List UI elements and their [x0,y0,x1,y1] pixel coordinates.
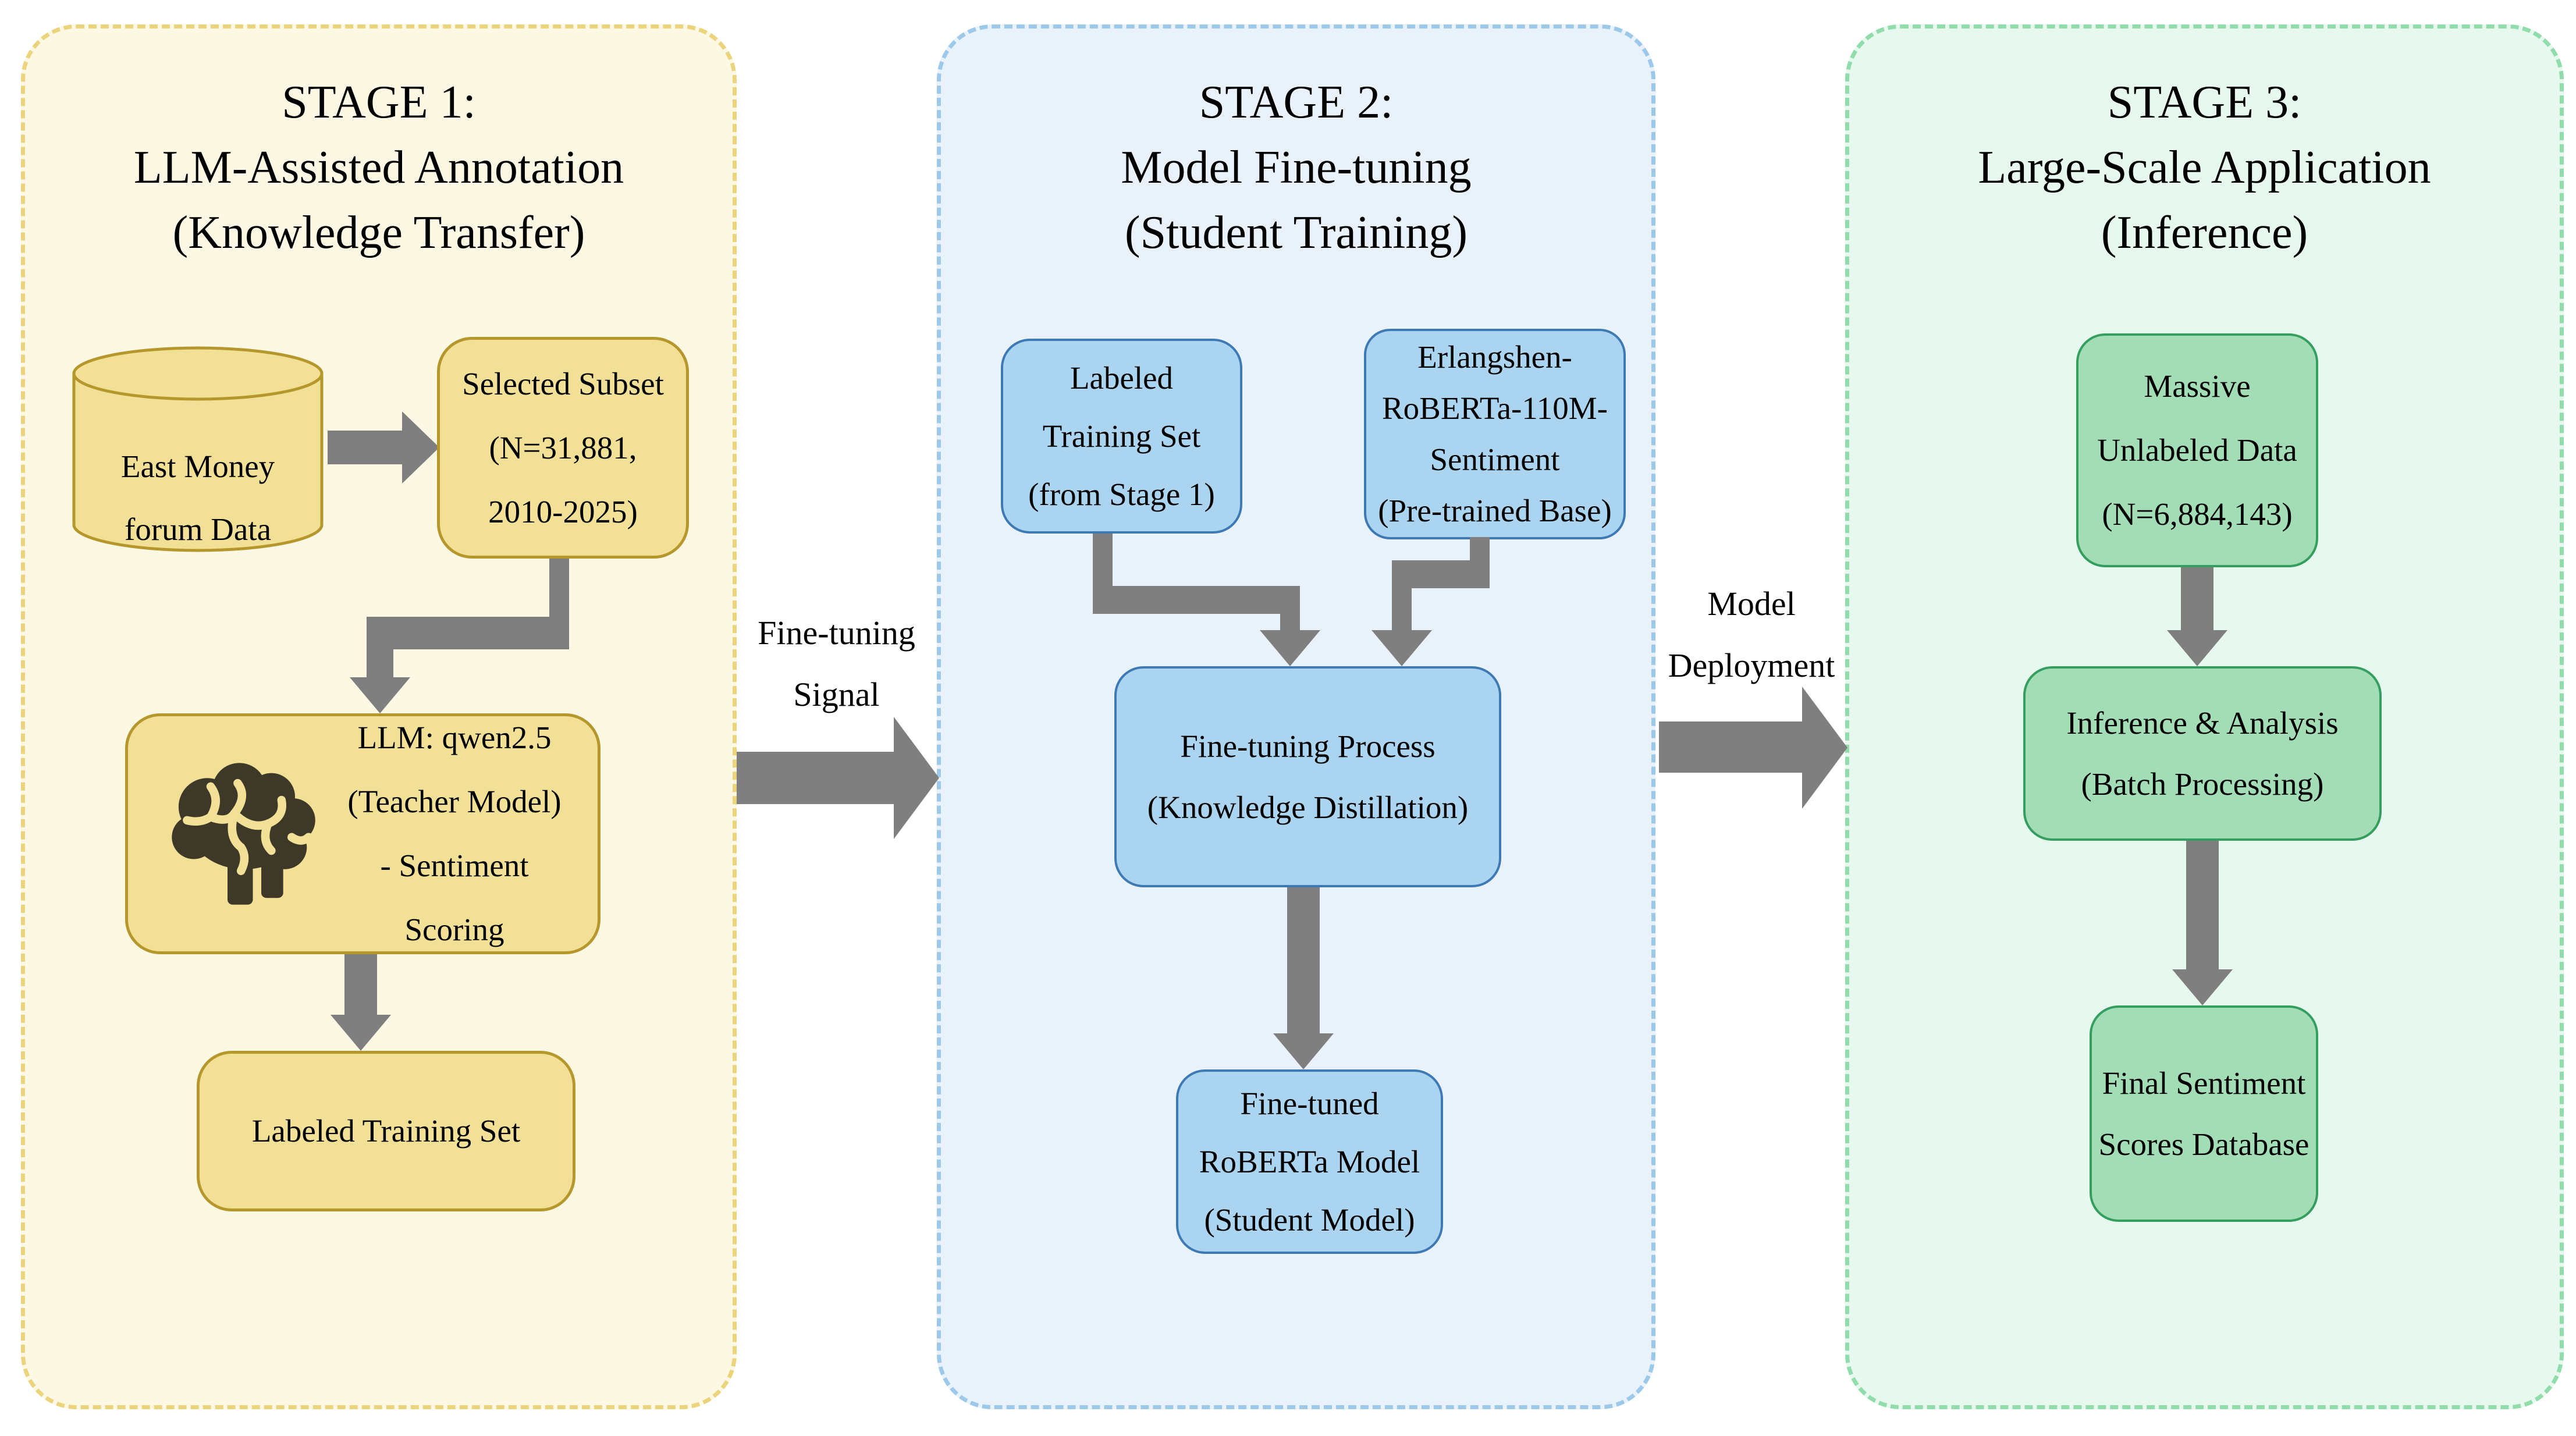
selected-subset-box: Selected Subset (N=31,881, 2010-2025) [437,337,689,559]
pretrained-base-line4: (Pre-trained Base) [1378,493,1612,528]
stage1-title-line2: LLM-Assisted Annotation [133,142,624,193]
labeled-stage2-line3: (from Stage 1) [1028,476,1215,512]
fine-tuning-signal-line1: Fine-tuning [758,614,915,652]
arrow-cylinder-to-subset-head-icon [402,411,439,484]
labeled-training-set-stage2-box: Labeled Training Set (from Stage 1) [1001,339,1242,534]
stage3-title-line2: Large-Scale Application [1978,142,2431,193]
massive-data-line2: Unlabeled Data [2097,432,2297,468]
selected-subset-line3: 2010-2025) [488,493,638,529]
arrow-massive-to-inference-head-icon [2167,630,2227,666]
arrow-massive-to-inference-body [2181,567,2213,630]
fine-tuning-process-line1: Fine-tuning Process [1180,728,1436,764]
labeled-stage2-line1: Labeled [1070,360,1174,396]
llm-teacher-line3: - Sentiment Scoring [380,848,529,947]
arrow-stage1-to-stage2-head-icon [894,717,939,839]
fine-tuning-process-box: Fine-tuning Process (Knowledge Distillat… [1114,666,1501,887]
final-scores-line1: Final Sentiment [2102,1065,2306,1101]
pretrained-base-box: Erlangshen- RoBERTa-110M- Sentiment (Pre… [1364,329,1626,539]
selected-subset-line2: (N=31,881, [489,429,637,465]
stage2-title-line2: Model Fine-tuning [1121,142,1472,193]
student-model-line2: RoBERTa Model [1199,1143,1420,1179]
arrow-llm-to-labeled-body [344,954,377,1015]
selected-subset-line1: Selected Subset [462,365,664,401]
east-money-cylinder-label: East Money forum Data [70,435,326,561]
arrow-llm-to-labeled-head-icon [331,1015,391,1051]
stage2-title: STAGE 2: Model Fine-tuning (Student Trai… [937,70,1655,265]
massive-data-line1: Massive [2144,368,2251,404]
model-deployment-label: Model Deployment [1586,573,1917,696]
cylinder-label-line1: East Money [120,449,275,484]
model-deployment-line1: Model [1707,585,1796,623]
final-scores-line2: Scores Database [2098,1126,2309,1162]
stage1-title: STAGE 1: LLM-Assisted Annotation (Knowle… [21,70,737,265]
arrow-cylinder-to-subset-body [328,431,402,464]
connector-labeled-to-process-seg3 [1280,614,1300,630]
inference-analysis-line1: Inference & Analysis [2066,705,2339,741]
llm-teacher-line1: LLM: qwen2.5 [357,720,552,755]
arrow-stage2-to-stage3-body [1659,721,1802,773]
arrow-process-to-student-head-icon [1273,1033,1334,1069]
pretrained-base-line1: Erlangshen- [1417,339,1572,375]
cylinder-label-line2: forum Data [125,511,271,547]
database-cylinder-icon [72,346,324,552]
llm-teacher-line2: (Teacher Model) [347,784,562,819]
inference-analysis-line2: (Batch Processing) [2081,766,2324,802]
model-deployment-line2: Deployment [1668,646,1835,684]
inference-analysis-box: Inference & Analysis (Batch Processing) [2023,666,2382,841]
stage3-title-line1: STAGE 3: [2107,77,2302,128]
labeled-stage2-line2: Training Set [1042,418,1201,454]
student-model-line1: Fine-tuned [1240,1085,1379,1121]
arrow-inference-to-final-head-icon [2172,969,2233,1005]
stage2-title-line1: STAGE 2: [1199,77,1394,128]
arrow-stage1-to-stage2-body [737,752,894,804]
labeled-training-set-line1: Labeled Training Set [251,1113,521,1149]
arrow-stage2-to-stage3-head-icon [1802,687,1847,809]
pretrained-base-line2: RoBERTa-110M- [1381,390,1608,426]
fine-tuning-signal-line2: Signal [793,676,880,713]
student-model-box: Fine-tuned RoBERTa Model (Student Model) [1176,1069,1443,1254]
stage3-title-line3: (Inference) [2101,207,2308,258]
pretrained-base-line3: Sentiment [1430,442,1560,477]
connector-base-to-process-head-icon [1372,630,1432,666]
brain-icon [172,763,315,905]
massive-data-line3: (N=6,884,143) [2102,496,2293,532]
connector-subset-to-llm-seg2 [367,617,569,649]
final-scores-database-box: Final Sentiment Scores Database [2090,1005,2318,1222]
connector-base-to-process-seg3 [1392,588,1412,630]
connector-subset-to-llm-head-icon [350,677,410,713]
fine-tuning-signal-label: Fine-tuning Signal [669,602,1004,726]
stage1-title-line1: STAGE 1: [282,77,476,128]
stage2-title-line3: (Student Training) [1125,207,1468,258]
labeled-training-set-box: Labeled Training Set [197,1051,575,1211]
llm-teacher-box: LLM: qwen2.5 (Teacher Model) - Sentiment… [125,713,601,954]
massive-unlabeled-data-box: Massive Unlabeled Data (N=6,884,143) [2076,333,2318,567]
arrow-process-to-student-body [1287,887,1320,1033]
connector-labeled-to-process-head-icon [1260,630,1320,666]
arrow-inference-to-final-body [2186,841,2219,969]
connector-subset-to-llm-seg3 [367,649,393,677]
fine-tuning-process-line2: (Knowledge Distillation) [1147,790,1469,825]
stage3-title: STAGE 3: Large-Scale Application (Infere… [1845,70,2564,265]
student-model-line3: (Student Model) [1204,1202,1415,1238]
connector-labeled-to-process-seg2 [1093,586,1300,614]
east-money-cylinder [70,343,326,556]
connector-base-to-process-seg2 [1392,560,1490,588]
stage1-title-line3: (Knowledge Transfer) [172,207,585,258]
llm-teacher-label: LLM: qwen2.5 (Teacher Model) - Sentiment… [329,706,598,962]
connector-labeled-to-process-seg1 [1093,534,1113,589]
connector-subset-to-llm-seg1 [549,559,569,617]
